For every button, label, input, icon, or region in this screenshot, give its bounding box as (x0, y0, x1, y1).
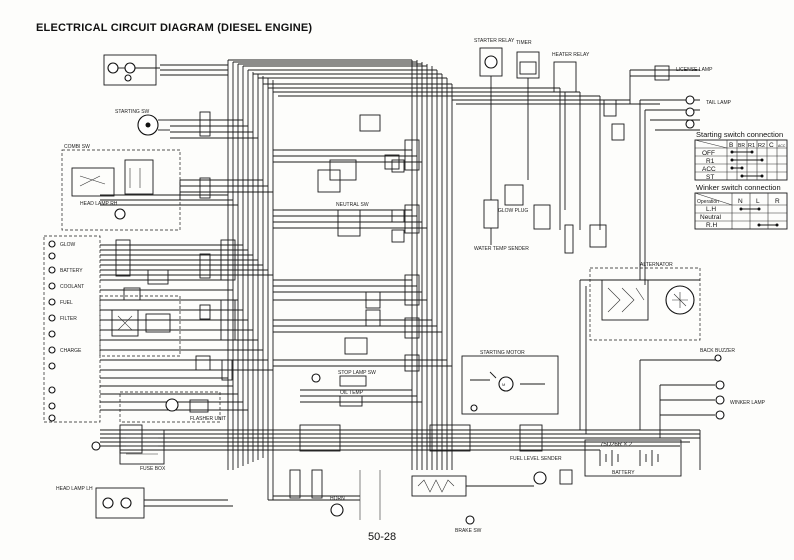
right-lamps: LICENSE LAMP TAIL LAMP BACK BUZZER WINKE… (654, 65, 766, 420)
fuse-box-label: FUSE BOX (140, 466, 166, 472)
fuel-level-sender: FUEL LEVEL SENDER BRAKE SW (411, 456, 562, 534)
winker-switch-table-title: Winker switch connection (696, 183, 781, 192)
start-row-st: ST (706, 174, 714, 181)
lamp-group-bottom-left: HEAD LAMP LH HORN (56, 486, 345, 519)
oil-temp-label: OIL TEMP (340, 390, 364, 396)
alternator: ALTERNATOR (589, 262, 701, 341)
glow-indicator: GLOW (48, 240, 76, 248)
starting-switch: STARTING SW (115, 109, 170, 136)
start-col-r2: R2 (758, 143, 765, 149)
connector-blocks (115, 139, 543, 454)
battery-indicator-label: BATTERY (60, 268, 83, 274)
charge-indicator-label: CHARGE (60, 348, 82, 354)
winker-corner-label: Operation (697, 199, 719, 205)
starter-relay-label: STARTER RELAY (474, 38, 515, 44)
combi-switch: COMBI SW HEAD LAMP RH (61, 144, 181, 231)
glow-plug-label: GLOW PLUG (498, 208, 528, 214)
start-col-b: B (729, 142, 733, 149)
starting-motor-label: STARTING MOTOR (480, 350, 525, 356)
combi-sw-label: COMBI SW (64, 144, 90, 150)
battery-spec-label: 75D26R × 2 (600, 442, 633, 448)
filter-indicator-label: FILTER (60, 316, 77, 322)
harness-right (579, 69, 720, 470)
filter-indicator: FILTER (48, 314, 77, 322)
stop-lamp-sw-label: STOP LAMP SW (338, 370, 376, 376)
winker-row-rh: R.H (706, 222, 718, 229)
winker-col-r: R (775, 198, 780, 205)
battery-label: BATTERY (612, 470, 635, 476)
back-buzzer-label: BACK BUZZER (700, 348, 735, 354)
neutral-sw-label: NEUTRAL SW (336, 202, 369, 208)
starting-motor: STARTING MOTOR M (461, 350, 559, 415)
horn-label: HORN (330, 496, 345, 502)
head-lamp-lh-label: HEAD LAMP LH (56, 486, 93, 492)
center-components: NEUTRAL SW STOP LAMP SW OIL TEMP (311, 114, 400, 407)
water-temp-sender-label: WATER TEMP SENDER (474, 246, 529, 252)
starting-sw-label: STARTING SW (115, 109, 150, 115)
battery-indicator: BATTERY (48, 266, 83, 274)
relay-block-left (99, 269, 181, 357)
winker-col-l: L (756, 198, 760, 205)
flasher-unit-label: FLASHER UNIT (190, 416, 226, 422)
coolant-indicator-label: COOLANT (60, 284, 84, 290)
start-row-r1: R1 (706, 158, 715, 165)
sensors-center: WATER TEMP SENDER GLOW PLUG (474, 184, 607, 254)
start-row-off: OFF (702, 150, 715, 157)
license-lamp-label: LICENSE LAMP (676, 67, 713, 73)
heater-relay-label: HEATER RELAY (552, 52, 590, 58)
tail-lamp-label: TAIL LAMP (706, 100, 732, 106)
start-col-br: BR (738, 143, 745, 149)
start-row-acc: ACC (702, 166, 716, 173)
coolant-indicator: COOLANT (48, 282, 84, 290)
harness-center-vertical (411, 60, 453, 470)
winker-switch-table: Winker switch connection Operation N L R… (694, 183, 788, 230)
page-title: ELECTRICAL CIRCUIT DIAGRAM (DIESEL ENGIN… (36, 22, 313, 34)
lamp-group-top-left (103, 54, 160, 86)
head-lamp-rh-label: HEAD LAMP RH (80, 201, 118, 207)
harness-left-horizontal (100, 64, 273, 411)
start-col-acc: ACC (778, 144, 786, 148)
winker-row-lh: L.H (706, 206, 716, 213)
alternator-label: ALTERNATOR (640, 262, 673, 268)
page-number: 50-28 (368, 531, 397, 543)
start-col-c: C (769, 142, 774, 149)
starting-switch-table: Starting switch connection B BR R1 R2 C … (694, 130, 788, 181)
starting-switch-table-title: Starting switch connection (696, 130, 783, 139)
indicator-column: GLOW BATTERY COOLANT FUEL FILTER (43, 235, 101, 423)
fuel-indicator-label: FUEL (60, 300, 73, 306)
top-center-relays: STARTER RELAY TIMER HEATER RELAY (474, 38, 590, 210)
winker-row-neutral: Neutral (700, 214, 722, 221)
harness-center-horizontal (273, 149, 452, 403)
start-col-r1: R1 (748, 143, 755, 149)
fuel-indicator: FUEL (48, 298, 73, 306)
winker-col-n: N (738, 198, 743, 205)
battery-pair: 75D26R × 2 BATTERY (584, 439, 682, 477)
winker-lamp-label: WINKER LAMP (730, 400, 766, 406)
harness-top-horizontal (228, 59, 660, 230)
glow-indicator-label: GLOW (60, 242, 76, 248)
fuel-level-sender-label: FUEL LEVEL SENDER (510, 456, 562, 462)
charge-indicator: CHARGE (48, 346, 82, 354)
svg-text:M: M (502, 382, 505, 387)
brake-sw-label: BRAKE SW (455, 528, 482, 534)
timer-label: TIMER (516, 40, 532, 46)
flasher-fuse-area: FLASHER UNIT FUSE BOX (91, 391, 226, 472)
small-connectors (195, 99, 625, 499)
